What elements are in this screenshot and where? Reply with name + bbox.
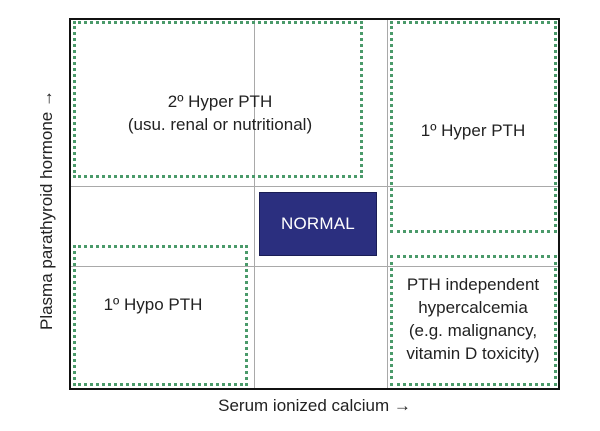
label-pth-independent-line1: PTH independent [406,275,540,294]
label-primary-hyper-pth-line1: 1º Hyper PTH [420,121,526,140]
gridline-horizontal-top [71,186,558,187]
normal-box: NORMAL [259,192,377,256]
x-axis-label: Serum ionized calcium → [218,396,411,415]
label-secondary-hyper-pth-line1: 2º Hyper PTH [167,92,273,111]
label-pth-independent-line2: hypercalcemia [418,298,528,317]
region-secondary-hyper-pth [73,21,363,178]
label-pth-independent-line3: (e.g. malignancy, [408,321,538,340]
gridline-horizontal-bottom [71,266,558,267]
label-secondary-hyper-pth-line2: (usu. renal or nutritional) [127,115,313,134]
diagram-frame [69,18,560,390]
gridline-vertical-left [254,20,255,388]
label-secondary-hyper-pth: 2º Hyper PTH (usu. renal or nutritional) [90,90,350,136]
gridline-vertical-right [387,20,388,388]
region-primary-hypo-pth [73,245,248,386]
region-primary-hyper-pth [390,21,557,233]
y-axis-label: Plasma parathyroid hormone → [37,90,56,331]
label-primary-hypo-pth: 1º Hypo PTH [78,293,228,316]
region-pth-independent [390,255,557,386]
label-primary-hyper-pth: 1º Hyper PTH [392,119,554,142]
label-pth-independent: PTH independent hypercalcemia (e.g. mali… [392,273,554,365]
normal-label: NORMAL [281,214,355,233]
label-primary-hypo-pth-line1: 1º Hypo PTH [103,295,203,314]
label-pth-independent-line4: vitamin D toxicity) [406,344,540,363]
